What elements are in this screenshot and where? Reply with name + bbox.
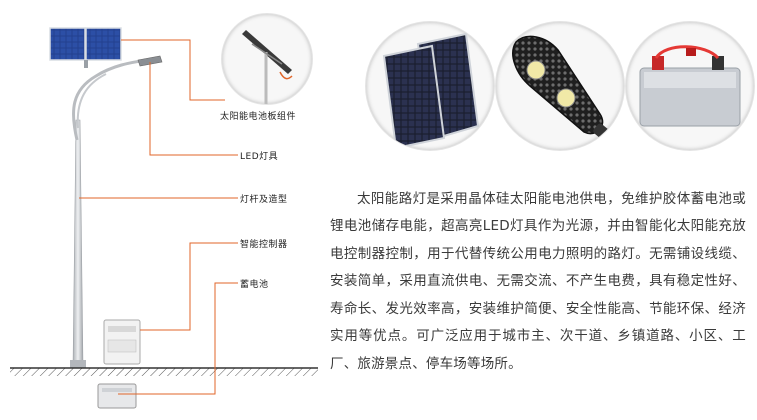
- label-battery: 蓄电池: [240, 280, 269, 290]
- pole-icon: [70, 58, 151, 369]
- controller-icon: [103, 319, 141, 365]
- battery-icon: [97, 383, 137, 409]
- label-pole: 灯杆及造型: [240, 195, 288, 205]
- panel-photo-circle: [366, 22, 494, 150]
- label-led-lamp: LED灯具: [240, 152, 279, 162]
- label-panel-assembly: 太阳能电池板组件: [220, 112, 297, 122]
- panel-assembly-circle: [222, 14, 312, 104]
- battery-photo-circle: [626, 22, 754, 150]
- solar-panel-icon: [382, 32, 480, 150]
- solar-street-light-diagram: LED灯具 灯杆及造型 智能控制器 蓄电池 太阳能电池板组件: [0, 0, 340, 416]
- label-controller: 智能控制器: [240, 240, 288, 250]
- leader-lines: [79, 39, 238, 395]
- lamp-photo-circle: [496, 22, 624, 150]
- battery-icon: [639, 45, 741, 127]
- led-lamp-icon: [137, 55, 163, 67]
- ground: [10, 367, 318, 376]
- solar-panel-icon: [49, 27, 122, 68]
- street-light-illustration: [10, 27, 318, 409]
- description-text: 太阳能路灯是采用晶体硅太阳能电池供电，免维护胶体蓄电池或锂电池储存电能，超高亮L…: [330, 190, 746, 373]
- panel-bracket-icon: [242, 30, 293, 104]
- led-lamp-icon: [512, 35, 611, 141]
